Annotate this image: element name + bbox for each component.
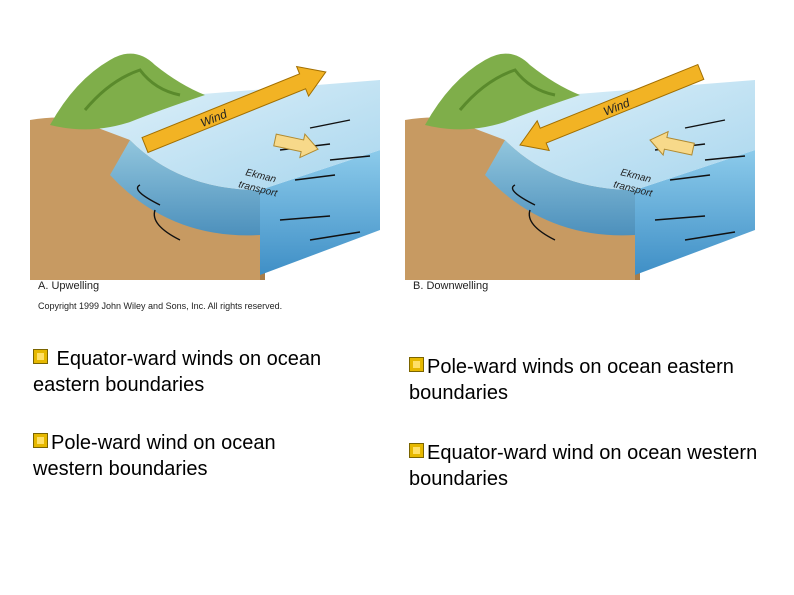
bullet-upwelling-2: Pole-ward wind on ocean western boundari… xyxy=(33,430,333,482)
hill xyxy=(425,53,580,130)
bullet-downwelling-2: Equator-ward wind on ocean western bound… xyxy=(409,440,779,492)
sea-side xyxy=(260,150,380,275)
ekman-arrow xyxy=(649,130,695,157)
bullet-upwelling-1: Equator-ward winds on ocean eastern boun… xyxy=(33,346,363,398)
panel-label-downwelling: B. Downwelling xyxy=(413,280,489,292)
bullet-text: Pole-ward winds on ocean eastern boundar… xyxy=(409,356,734,404)
sea-front xyxy=(485,140,635,236)
bullet-downwelling-1: Pole-ward winds on ocean eastern boundar… xyxy=(409,354,759,406)
upwelling-illustration: Wind Ekman transport xyxy=(30,53,380,280)
upwelling-diagram: Wind Ekman transport A. Upwelling Copyri… xyxy=(30,40,390,320)
bullet-icon xyxy=(409,443,424,458)
downwelling-diagram: Wind Ekman transport B. Downwelling xyxy=(405,40,765,320)
bullet-text: Pole-ward wind on ocean western boundari… xyxy=(33,432,276,480)
copyright-notice: Copyright 1999 John Wiley and Sons, Inc.… xyxy=(38,301,283,311)
sea-side xyxy=(635,150,755,275)
bullet-icon xyxy=(33,349,48,364)
wind-arrow: Wind xyxy=(141,65,327,154)
panel-label-upwelling: A. Upwelling xyxy=(38,280,100,292)
ekman-arrow xyxy=(273,133,319,159)
downwelling-illustration: Wind Ekman transport xyxy=(405,53,755,280)
sea-front xyxy=(110,140,260,236)
bullet-text: Equator-ward wind on ocean western bound… xyxy=(409,442,758,490)
hill xyxy=(50,53,205,130)
bullet-icon xyxy=(409,357,424,372)
bullet-text: Equator-ward winds on ocean eastern boun… xyxy=(33,348,322,396)
bullet-icon xyxy=(33,433,48,448)
